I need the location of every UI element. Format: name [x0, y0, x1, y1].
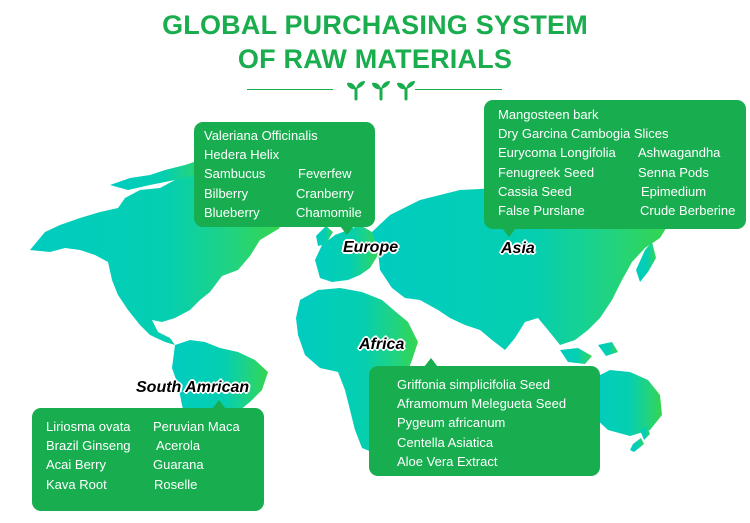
material-name: Hedera Helix	[204, 147, 280, 163]
page-title-line1: GLOBAL PURCHASING SYSTEM	[162, 10, 588, 40]
europe-materials-bubble: Valeriana Officinalis Hedera Helix Sambu…	[194, 122, 375, 235]
material-name: Aloe Vera Extract	[397, 453, 498, 469]
material-name: Valeriana Officinalis	[204, 128, 318, 143]
material-name: Griffonia simplicifolia Seed	[397, 377, 550, 392]
material-name: Acerola	[156, 438, 201, 454]
list-item: Centella Asiatica	[397, 433, 600, 452]
list-item: Eurycoma Longifolia Ashwagandha	[498, 143, 746, 162]
list-item: Mangosteen bark	[498, 105, 746, 124]
material-name: Brazil Ginseng	[46, 438, 131, 454]
new-zealand	[640, 426, 650, 440]
material-name: Sambucus	[204, 166, 266, 182]
material-name: Ashwagandha	[638, 145, 721, 161]
material-name: Liriosma ovata	[46, 419, 131, 434]
material-name: Peruvian Maca	[153, 419, 240, 434]
list-item: Brazil Ginseng Acerola	[46, 436, 264, 455]
material-name: Fenugreek Seed	[498, 164, 595, 180]
list-item: Blueberry Chamomile	[204, 203, 375, 222]
material-name: Crude Berberine	[640, 203, 736, 219]
list-item: Sambucus Feverfew	[204, 164, 375, 183]
material-name: Guarana	[153, 457, 204, 473]
material-name: Kava Root	[46, 476, 107, 492]
material-name: Mangosteen bark	[498, 107, 599, 122]
region-label-europe: Europe	[343, 239, 399, 256]
material-name: False Purslane	[498, 203, 585, 219]
material-name: Roselle	[154, 476, 198, 492]
region-label-south-america: South Amrican	[136, 379, 250, 396]
list-item: Acai Berry Guarana	[46, 455, 264, 474]
europe	[315, 225, 380, 282]
list-item: Liriosma ovata Peruvian Maca	[46, 417, 264, 436]
page-title-line2: OF RAW MATERIALS	[237, 44, 513, 74]
australia	[588, 370, 662, 436]
title-divider-left	[247, 89, 333, 90]
material-name: Cranberry	[296, 185, 354, 201]
list-item: Cassia Seed Epimedium	[498, 182, 746, 201]
list-item: Valeriana Officinalis	[204, 126, 375, 145]
list-item: Aloe Vera Extract	[397, 452, 600, 471]
south-america-materials-bubble: Liriosma ovata Peruvian Maca Brazil Ginse…	[32, 400, 264, 511]
material-name: Eurycoma Longifolia	[498, 145, 616, 161]
sprout-icons	[347, 81, 415, 101]
list-item: Griffonia simplicifolia Seed	[397, 375, 600, 394]
list-item: Bilberry Cranberry	[204, 184, 375, 203]
material-name: Feverfew	[298, 166, 352, 182]
list-item: False Purslane Crude Berberine	[498, 201, 746, 220]
region-label-africa: Africa	[359, 336, 405, 353]
material-name: Senna Pods	[638, 164, 709, 180]
material-name: Centella Asiatica	[397, 434, 494, 450]
material-name: Bilberry	[204, 185, 249, 201]
material-name: Chamomile	[296, 204, 362, 220]
list-item: Dry Garcina Cambogia Slices	[498, 124, 746, 143]
material-name: Cassia Seed	[498, 183, 572, 199]
list-item: Kava Root Roselle	[46, 475, 264, 494]
list-item: Pygeum africanum	[397, 413, 600, 432]
list-item: Aframomum Melegueta Seed	[397, 394, 600, 413]
africa-materials-bubble: Griffonia simplicifolia Seed Aframomum M…	[369, 358, 600, 476]
material-name: Aframomum Melegueta Seed	[397, 396, 567, 412]
title-divider-right	[415, 89, 502, 90]
material-name: Dry Garcina Cambogia Slices	[498, 126, 669, 142]
material-name: Blueberry	[204, 204, 260, 220]
list-item: Fenugreek Seed Senna Pods	[498, 163, 746, 182]
material-name: Epimedium	[641, 183, 707, 199]
list-item: Hedera Helix	[204, 145, 375, 164]
asia-materials-bubble: Mangosteen bark Dry Garcina Cambogia Sli…	[484, 100, 746, 237]
region-label-asia: Asia	[501, 240, 535, 257]
material-name: Pygeum africanum	[397, 415, 506, 431]
material-name: Acai Berry	[46, 457, 106, 473]
